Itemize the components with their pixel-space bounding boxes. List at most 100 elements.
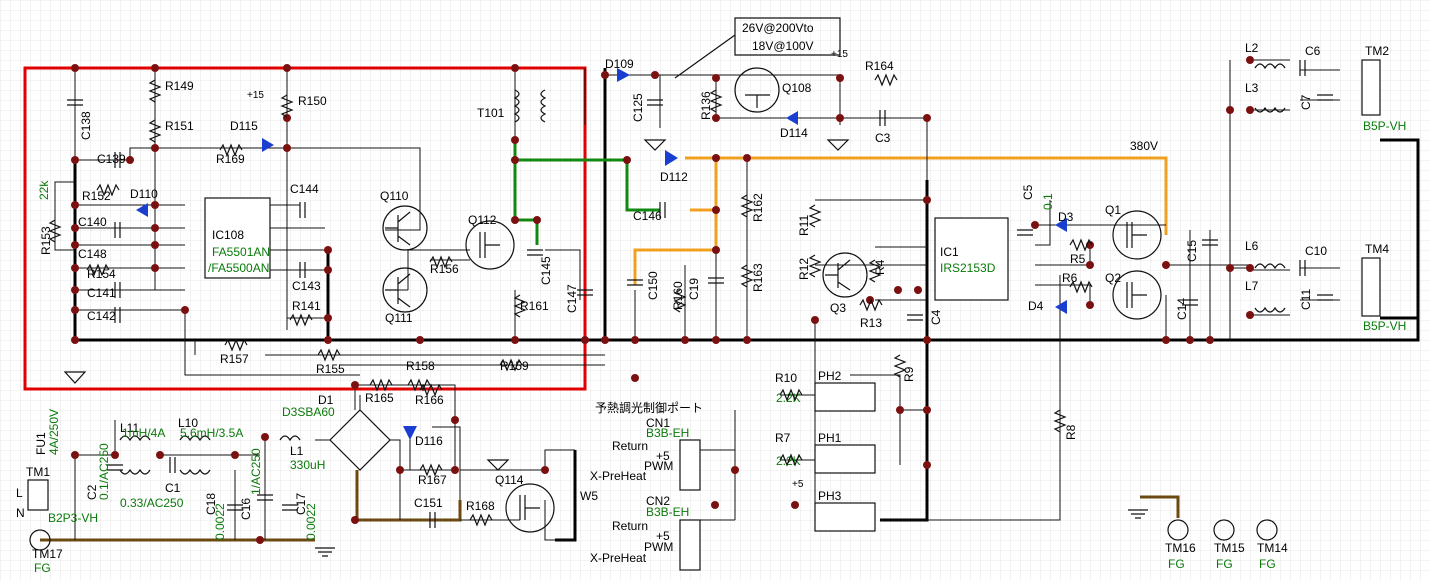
resistor-symbol	[893, 354, 907, 378]
junction-dot	[731, 466, 739, 474]
capacitor-symbol	[429, 512, 436, 528]
capacitors-c147: C147	[565, 284, 579, 313]
note-line-1: 26V@200Vto	[742, 21, 814, 35]
junction-dot	[923, 406, 931, 414]
junction-dot	[712, 74, 720, 82]
resistor-symbol	[1069, 238, 1093, 252]
tm16-terminal[interactable]	[1167, 519, 1189, 541]
cn2-body	[679, 519, 701, 571]
capacitors-c144: C144	[290, 182, 319, 196]
diodes-d116: D116	[415, 434, 443, 448]
junction-dot	[681, 336, 689, 344]
capacitors-c142: C142	[87, 309, 116, 323]
transistors-q111: Q111	[385, 311, 413, 325]
capacitors-c18: C18	[204, 493, 218, 515]
resistor-symbol	[874, 73, 898, 87]
resistor-symbol	[148, 119, 162, 143]
transistors-q110: Q110	[380, 189, 409, 203]
control-port-label: 予熱調光制御ポート	[595, 400, 703, 415]
resistors-r166: R166	[415, 393, 444, 407]
capacitors-c14: C14	[1175, 298, 1189, 320]
resistor-symbol	[859, 298, 883, 312]
resistor-symbol	[289, 313, 313, 327]
tm15-terminal[interactable]	[1213, 519, 1235, 541]
l3-ref: L3	[1245, 81, 1259, 95]
tm14-terminal[interactable]	[1256, 519, 1278, 541]
capacitor-symbol	[879, 110, 886, 126]
tm1-body	[27, 479, 49, 511]
resistors-r164: R164	[865, 59, 894, 73]
resistor-symbol	[429, 255, 453, 269]
junction-dot	[151, 64, 159, 72]
junction-dot	[1246, 106, 1254, 114]
capacitor-symbol	[647, 99, 663, 106]
resistors-r165: R165	[365, 391, 394, 405]
junction-dot	[151, 264, 159, 272]
junction-dot	[581, 336, 589, 344]
junction-dot	[923, 114, 931, 122]
transistors-q3: Q3	[830, 301, 846, 315]
junction-dot	[743, 154, 751, 162]
cn2-pin-return: Return	[612, 519, 648, 533]
resistors-r168: R168	[466, 499, 495, 513]
tm2-ref: TM2	[1365, 44, 1389, 58]
capacitors-c10: C10	[1305, 244, 1327, 258]
cn2-pin-pwm: PWM	[644, 540, 673, 554]
capacitor-symbol	[1202, 239, 1218, 246]
resistor-symbol	[96, 183, 120, 197]
junction-dot	[324, 336, 332, 344]
l10-value: 5.6mH/3.5A	[180, 426, 243, 440]
junction-dot	[126, 156, 134, 164]
junction-dot	[1246, 56, 1254, 64]
bridge-ref: D1	[318, 393, 334, 407]
capacitors-c7: C7	[1299, 94, 1313, 110]
resistor-symbol	[779, 453, 803, 467]
highlight-region	[23, 66, 587, 391]
tm16-label: FG	[1168, 557, 1185, 571]
capacitor-symbol	[659, 202, 666, 218]
l11-ref: L11	[120, 421, 139, 435]
bridge-rectifier	[329, 409, 391, 471]
junction-dot	[156, 451, 164, 459]
resistor-symbol	[709, 89, 723, 113]
supply-marker-5: +5	[792, 479, 804, 490]
resistors-r7: R7	[775, 431, 791, 445]
capacitors-c143: C143	[292, 279, 321, 293]
junction-dot	[71, 64, 79, 72]
wiring	[54, 59, 1340, 541]
resistor-symbol	[219, 143, 243, 157]
tm4-type: B5P-VH	[1363, 319, 1406, 333]
junction-dot	[151, 241, 159, 249]
junction-dot	[631, 374, 639, 382]
resistors-r8: R8	[1064, 424, 1078, 440]
resistor-symbol	[86, 263, 110, 277]
junction-dot	[623, 156, 631, 164]
tm17-terminal[interactable]	[29, 529, 51, 551]
ground-symbol	[63, 139, 1148, 557]
c1-ref: C1	[165, 481, 181, 495]
resistors-r153: R153	[39, 226, 53, 255]
junction-dot	[71, 451, 79, 459]
junction-dot	[324, 246, 332, 254]
diodes-d3: D3	[1058, 210, 1074, 224]
tm17-ref: TM17	[32, 547, 63, 561]
junction-dot	[396, 466, 404, 474]
resistor-symbol	[148, 79, 162, 103]
junction-dot	[511, 156, 519, 164]
tm17-label: FG	[34, 561, 51, 575]
resistor-symbol	[317, 348, 341, 362]
cn1-pin-pwm: PWM	[644, 459, 673, 473]
resistor-symbol	[779, 388, 803, 402]
tm16-ref: TM16	[1165, 541, 1196, 555]
bus-380v	[685, 156, 1168, 235]
c16-value: 1/AC250	[249, 448, 263, 495]
resistors-r156: R156	[430, 262, 459, 276]
secondary-path	[513, 140, 539, 245]
capacitor-symbol	[114, 282, 121, 298]
transistors-q114: Q114	[495, 473, 524, 487]
tm14-ref: TM14	[1257, 541, 1288, 555]
junction-dot	[631, 336, 639, 344]
resistors-r152: R152	[82, 189, 111, 203]
ic1-body	[934, 217, 1009, 301]
